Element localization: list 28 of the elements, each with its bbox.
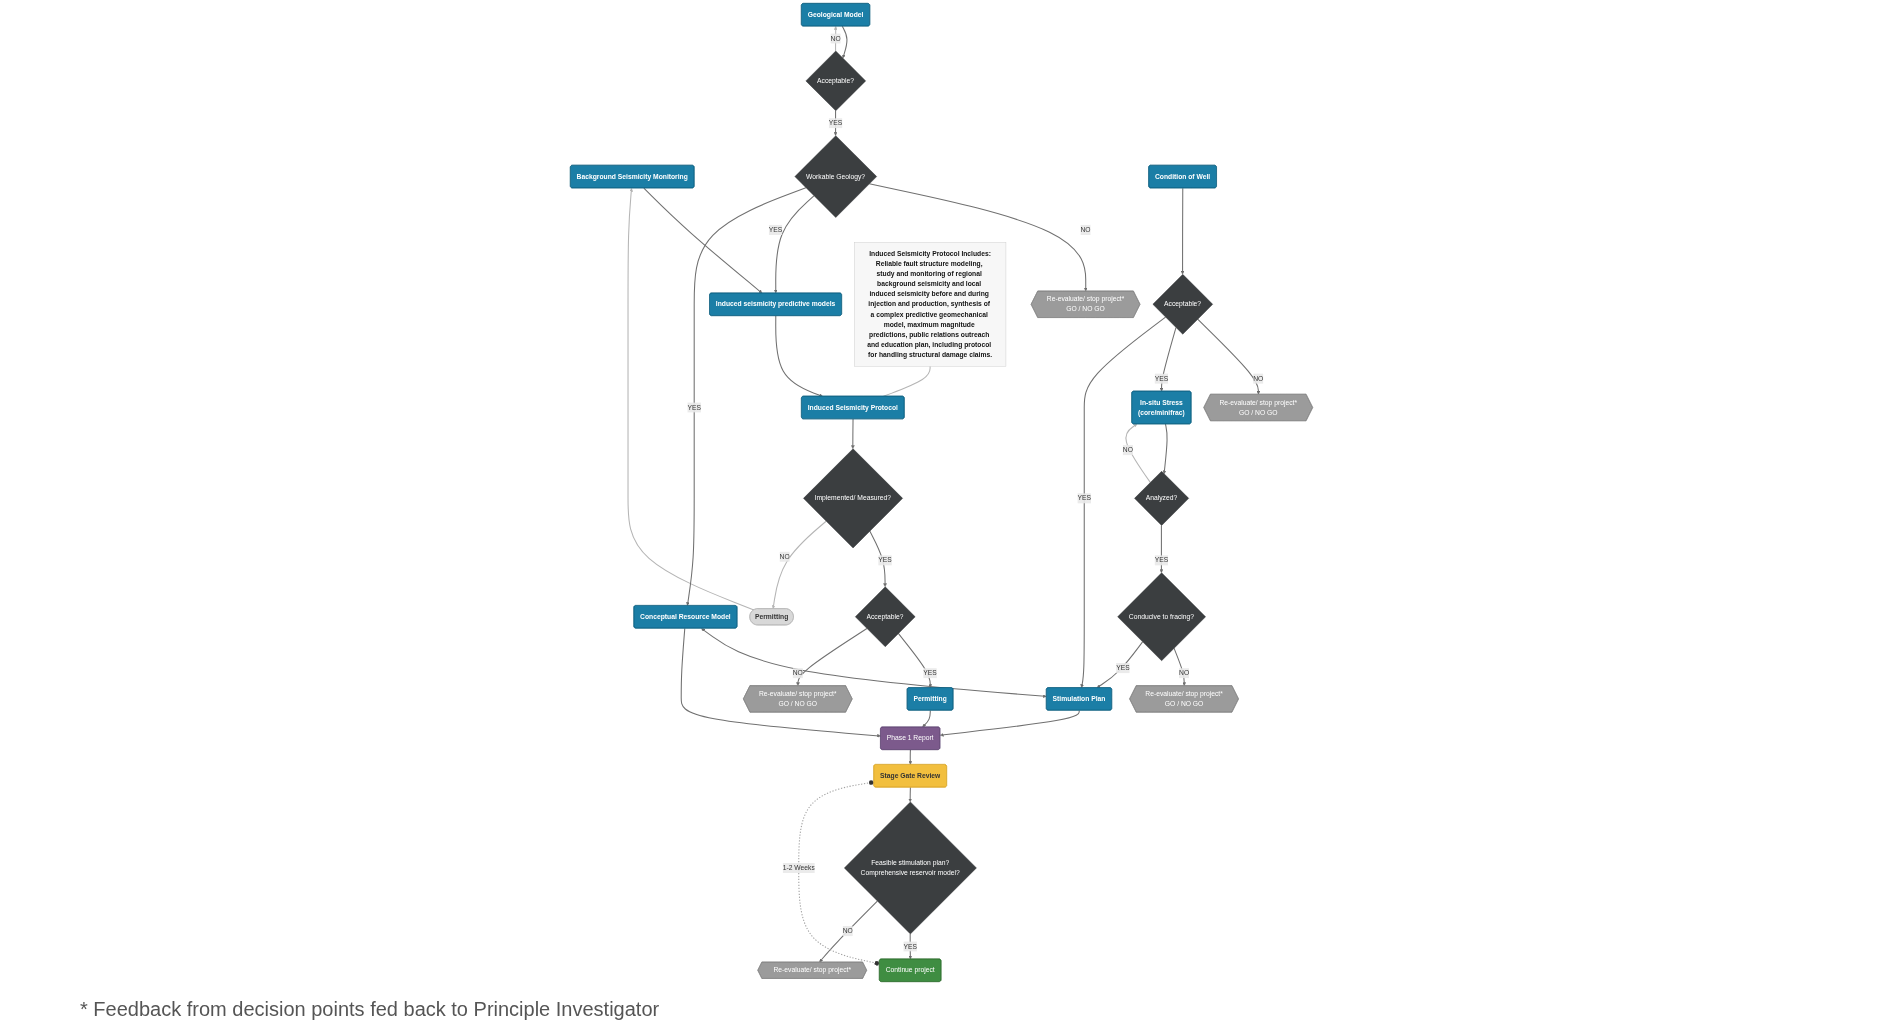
arrow — [841, 25, 848, 59]
arrow — [1096, 641, 1144, 688]
footnote: * Feedback from decision points fed back to Principle Investigator — [80, 998, 660, 1021]
arrow — [819, 900, 878, 963]
arrow — [908, 749, 913, 765]
arrow — [701, 628, 1047, 698]
arrow — [897, 632, 933, 688]
arrow — [868, 183, 1088, 292]
arrow — [908, 786, 913, 803]
arrow — [1159, 524, 1164, 573]
arrow — [771, 520, 827, 609]
arrow — [1197, 318, 1261, 395]
arrow — [796, 628, 868, 686]
arrow — [643, 187, 763, 294]
arrow — [869, 530, 887, 588]
arrow — [1159, 327, 1177, 392]
arrow — [851, 418, 855, 449]
arrow — [680, 627, 881, 738]
arrow — [1080, 316, 1167, 688]
arrow — [686, 187, 807, 606]
arrow — [1180, 187, 1185, 275]
connector — [798, 780, 881, 966]
arrow — [939, 709, 1080, 737]
arrow — [627, 188, 755, 611]
arrow — [773, 195, 815, 294]
arrow — [1162, 423, 1168, 475]
arrow — [1173, 647, 1187, 686]
arrow — [1125, 423, 1151, 483]
